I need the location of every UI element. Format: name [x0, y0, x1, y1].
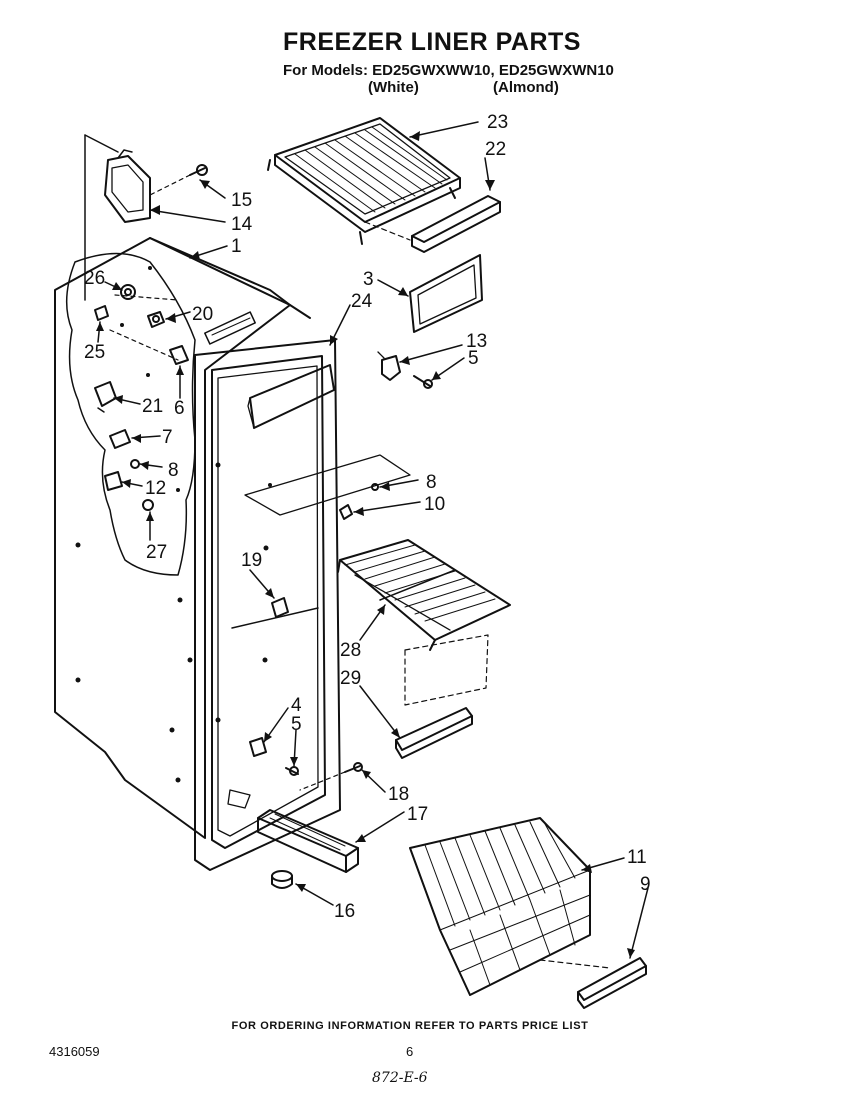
- callout-29: 29: [340, 668, 361, 689]
- callout-13: 13: [466, 331, 487, 352]
- callout-28: 28: [340, 640, 361, 661]
- channel-part-22: [364, 195, 501, 253]
- callout-6: 6: [174, 398, 185, 419]
- variant-white: (White): [368, 79, 419, 96]
- callout-15: 15: [231, 190, 252, 211]
- callout-19: 19: [241, 550, 262, 571]
- callout-8-left: 8: [168, 460, 179, 481]
- callout-22: 22: [485, 139, 506, 160]
- bracket-part-14: [104, 149, 151, 223]
- screw-part-5-upper: [413, 375, 433, 389]
- component-part-25: [94, 305, 109, 321]
- component-part-12: [104, 471, 123, 491]
- wire-shelf-part-28: [337, 539, 511, 651]
- panel-part-3: [409, 254, 483, 333]
- component-part-21: [94, 381, 117, 413]
- page-title: FREEZER LINER PARTS: [283, 28, 581, 56]
- callout-27: 27: [146, 542, 167, 563]
- callout-11: 11: [627, 847, 647, 868]
- callout-8-right: 8: [426, 472, 437, 493]
- callout-25: 25: [84, 342, 105, 363]
- variant-almond: (Almond): [493, 79, 559, 96]
- component-part-27: [142, 499, 154, 511]
- component-part-6: [169, 345, 189, 365]
- callout-9: 9: [640, 874, 651, 895]
- callout-21: 21: [142, 396, 163, 417]
- shelf-bracket-part-24: [247, 364, 335, 429]
- screw-part-15: [149, 164, 208, 196]
- callout-4: 4: [291, 695, 302, 716]
- handwritten-note: 872-E-6: [372, 1070, 428, 1086]
- models-line: For Models: ED25GWXWW10, ED25GWXWN10: [283, 62, 614, 79]
- rail-part-29: [395, 707, 473, 759]
- arrowheads: [96, 131, 635, 958]
- rail-part-9: [539, 957, 647, 1009]
- callout-7: 7: [162, 427, 173, 448]
- wire-shelf-part-23: [267, 117, 461, 245]
- callout-labels: 23 22 15 14 1 3 26 20 24 25 13 5 6 21 7 …: [84, 112, 651, 922]
- component-part-8-left: [130, 459, 140, 469]
- callout-26: 26: [84, 268, 105, 289]
- page-number: 6: [406, 1044, 414, 1059]
- bracket-part-13: [377, 351, 401, 381]
- callout-1: 1: [231, 236, 242, 257]
- wire-basket-part-11: [409, 817, 591, 996]
- ordering-information-note: FOR ORDERING INFORMATION REFER TO PARTS …: [231, 1020, 589, 1032]
- component-part-20: [147, 311, 165, 328]
- callout-5-upper: 5: [468, 348, 479, 369]
- component-part-7: [109, 429, 131, 449]
- screw-part-18: [299, 762, 363, 791]
- callout-16: 16: [334, 901, 355, 922]
- vent-part-17: [257, 809, 359, 873]
- callout-12: 12: [145, 478, 166, 499]
- callout-10: 10: [424, 494, 445, 515]
- clip-part-19: [271, 597, 289, 618]
- callout-20: 20: [192, 304, 213, 325]
- callout-3: 3: [363, 269, 374, 290]
- callout-18: 18: [388, 784, 409, 805]
- shelf-guide-parts-8-10: [244, 454, 411, 520]
- callout-14: 14: [231, 214, 253, 235]
- document-number: 4316059: [49, 1044, 100, 1059]
- leader-lines: [97, 121, 649, 959]
- callout-5-lower: 5: [291, 714, 302, 735]
- screw-part-5-lower: [285, 766, 299, 776]
- callout-23: 23: [487, 112, 508, 133]
- clip-part-4: [249, 737, 267, 757]
- callout-17: 17: [407, 804, 428, 825]
- component-part-26: [120, 284, 136, 300]
- callout-24: 24: [351, 291, 373, 312]
- freezer-liner-part-1: [54, 237, 341, 871]
- cap-part-16: [271, 870, 293, 889]
